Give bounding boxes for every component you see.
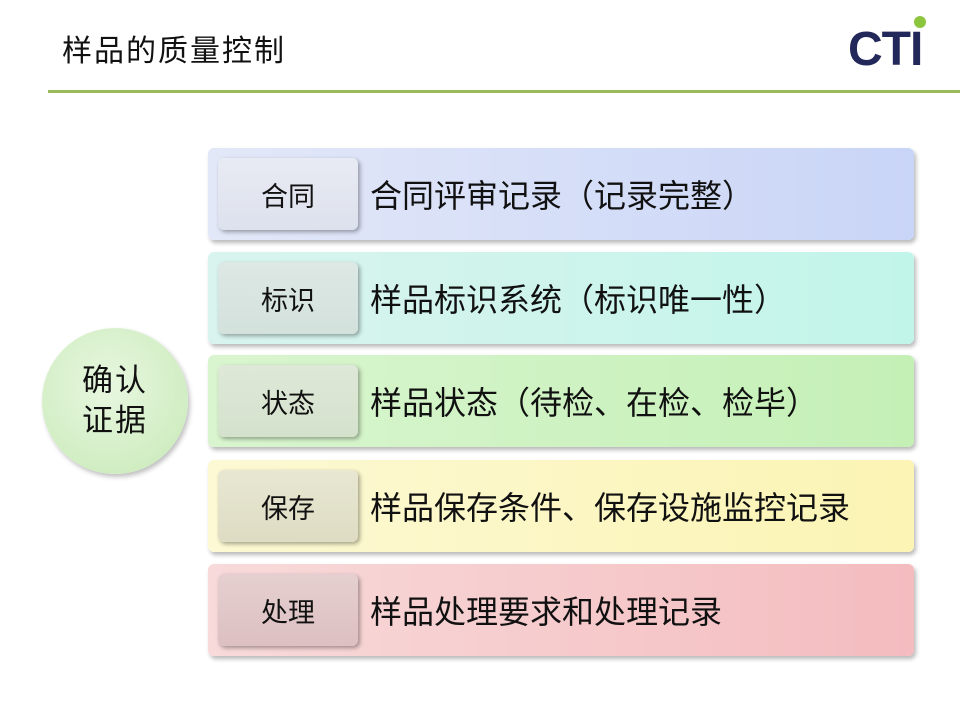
logo-text: CTI [848, 23, 923, 76]
cti-logo: CTI [848, 16, 938, 76]
row-tag: 处理 [218, 574, 358, 646]
row-text: 样品保存条件、保存设施监控记录 [370, 489, 851, 527]
row-contract: 合同 合同评审记录（记录完整） [208, 148, 914, 240]
logo-dot [914, 16, 926, 28]
row-text: 样品标识系统（标识唯一性） [370, 281, 787, 319]
evidence-circle: 确认 证据 [42, 328, 188, 474]
row-text: 样品处理要求和处理记录 [370, 593, 723, 631]
row-tag: 状态 [218, 365, 358, 437]
row-text: 合同评审记录（记录完整） [370, 177, 755, 215]
row-tag: 标识 [218, 262, 358, 334]
circle-line-2: 证据 [82, 403, 148, 439]
row-text: 样品状态（待检、在检、检毕） [370, 384, 819, 422]
row-identification: 标识 样品标识系统（标识唯一性） [208, 252, 914, 344]
circle-line-1: 确认 [82, 363, 148, 399]
title-divider [48, 90, 960, 93]
row-disposal: 处理 样品处理要求和处理记录 [208, 564, 914, 656]
row-status: 状态 样品状态（待检、在检、检毕） [208, 355, 914, 447]
row-tag: 合同 [218, 158, 358, 230]
slide-title: 样品的质量控制 [62, 34, 286, 69]
row-tag: 保存 [218, 470, 358, 542]
row-storage: 保存 样品保存条件、保存设施监控记录 [208, 460, 914, 552]
